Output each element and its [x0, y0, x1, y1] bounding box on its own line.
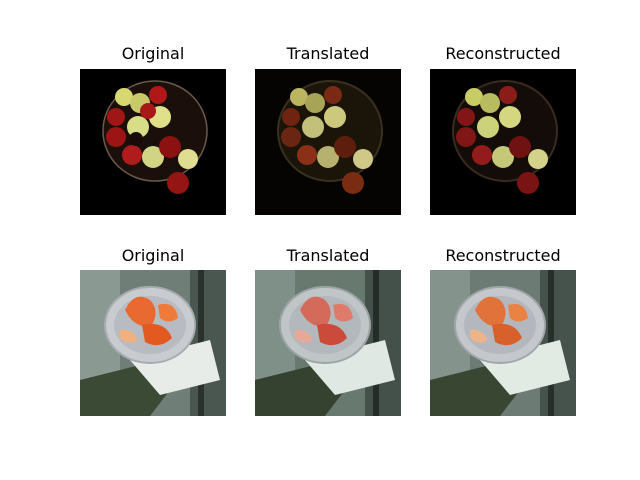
image-oranges-reconstructed [430, 270, 576, 416]
image-apples-original [80, 69, 226, 215]
panel-title-r2-original: Original [121, 246, 185, 265]
image-apples-translated [255, 69, 401, 215]
image-oranges-translated [255, 270, 401, 416]
image-apples-reconstructed [430, 69, 576, 215]
image-oranges-original [80, 270, 226, 416]
panel-title-r1-translated: Translated [286, 44, 370, 63]
panel-title-r1-reconstructed: Reconstructed [445, 44, 561, 63]
panel-title-r2-translated: Translated [286, 246, 370, 265]
panel-title-r2-reconstructed: Reconstructed [445, 246, 561, 265]
panel-title-r1-original: Original [121, 44, 185, 63]
